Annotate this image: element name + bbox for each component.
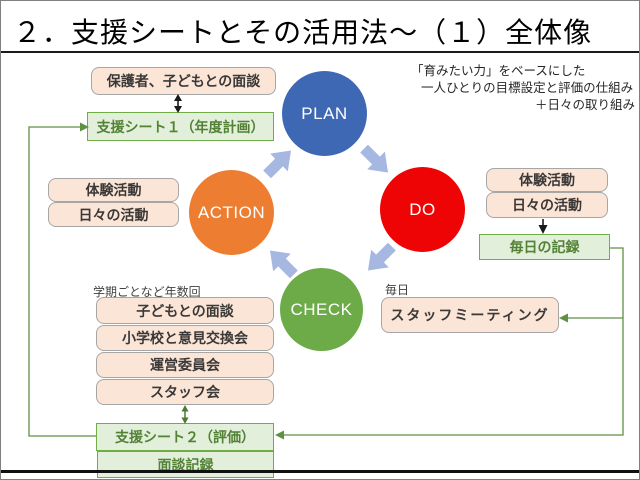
staff-meeting-box: スタッフミーティング <box>381 297 559 333</box>
staff-session-box: スタッフ会 <box>96 379 274 405</box>
support-sheet2-box: 支援シート２（評価） <box>96 423 274 451</box>
check-circle: CHECK <box>280 268 363 351</box>
action-circle: ACTION <box>189 170 274 255</box>
school-exchange-box: 小学校と意見交換会 <box>96 325 274 351</box>
annotation-line-1: 「育みたい力」をベースにした <box>411 64 586 78</box>
daily-activity-right-box: 日々の活動 <box>486 192 608 218</box>
bottom-divider <box>1 470 639 473</box>
daily-label: 毎日 <box>385 283 410 297</box>
double-arrow-up-green-icon <box>181 405 189 412</box>
do-circle: DO <box>380 167 465 252</box>
support-sheet1-box: 支援シート１（年度計画） <box>87 112 274 141</box>
experience-activity-right-box: 体験活動 <box>486 168 608 192</box>
arrowhead-into-sheet2-icon <box>275 430 284 440</box>
cycle-arrow-action-to-plan-icon <box>258 142 300 184</box>
cycle-arrow-plan-to-do-icon <box>355 140 397 182</box>
daily-record-box: 毎日の記録 <box>479 234 610 260</box>
double-arrow-up-icon <box>174 94 182 101</box>
interview-record-box: 面談記録 <box>97 451 274 478</box>
title-divider <box>1 51 639 53</box>
steering-committee-box: 運営委員会 <box>96 352 274 378</box>
term-frequency-label: 学期ごとなど年数回 <box>93 285 201 299</box>
annotation-line-3: ＋日々の取り組み <box>534 98 635 112</box>
child-interview-box: 子どもとの面談 <box>96 297 274 324</box>
daily-activity-left-box: 日々の活動 <box>48 202 179 227</box>
connector-sheet2-to-sheet1 <box>28 126 96 437</box>
guardian-interview-box: 保護者、子どもとの面談 <box>91 67 276 95</box>
annotation-note: 「育みたい力」をベースにした 一人ひとりの目標設定と評価の仕組み ＋日々の取り組… <box>411 63 639 114</box>
plan-circle: PLAN <box>282 71 367 156</box>
annotation-line-2: 一人ひとりの目標設定と評価の仕組み <box>421 81 634 95</box>
page-title: ２．支援シートとその活用法～（１）全体像 <box>13 18 593 49</box>
arrow-down-icon <box>538 225 548 234</box>
experience-activity-left-box: 体験活動 <box>48 178 179 202</box>
cycle-arrow-do-to-check-icon <box>359 238 401 280</box>
arrowhead-into-staff-meeting-icon <box>559 313 568 323</box>
